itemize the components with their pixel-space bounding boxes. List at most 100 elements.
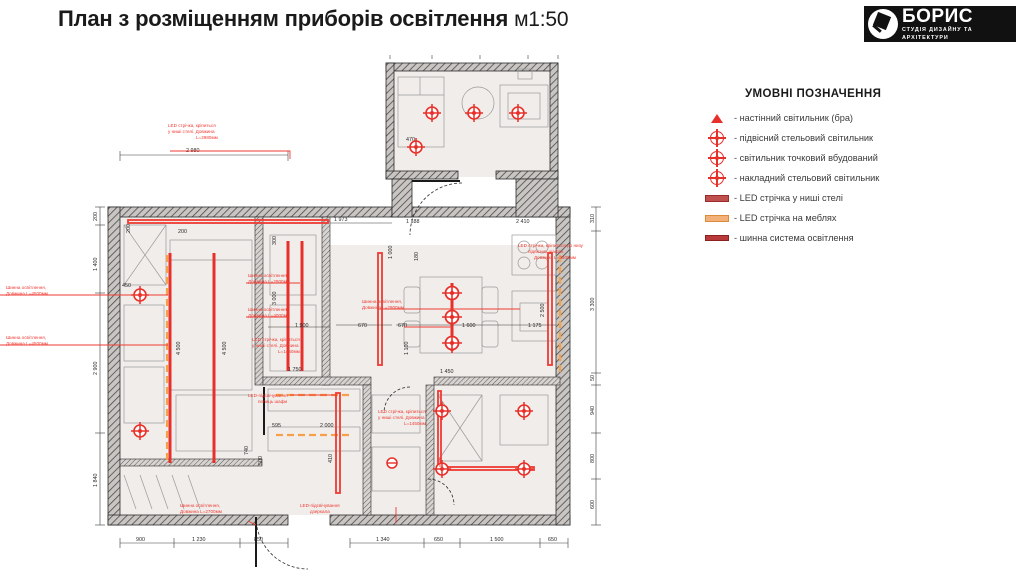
legend-item-wall-lamp: - настінний світильник (бра): [700, 109, 1020, 127]
door-swings: [255, 182, 463, 570]
spot-lamp-icon: [465, 104, 483, 122]
ann-bath-led: LED стрічка, кріпиться у ниші стелі. Дов…: [378, 409, 427, 426]
pendant-lamp-icon: [700, 129, 734, 147]
pendant-lamp-icon: [442, 333, 462, 353]
dim-mid-0: 300: [272, 236, 278, 245]
ann-top-led: LED стрічка, кріпиться у ниші стелі. Дов…: [168, 123, 218, 140]
spot-lamp-icon: [515, 460, 533, 478]
spot-lamp-icon: [423, 104, 441, 122]
ann-left-track-1: Шинна освітлення, Довжина L=4500мм: [6, 285, 48, 296]
interior-partitions: [119, 216, 561, 516]
logo-brand: БОРИС: [902, 5, 973, 27]
spot-lamp-icon: [509, 104, 527, 122]
dim-left-3: 1 840: [93, 474, 99, 488]
led-strip-niche-icon: [700, 194, 734, 202]
dim-inner-mid-2: 670: [398, 323, 407, 329]
legend-item-label: - LED стрічка на меблях: [734, 213, 837, 223]
studio-logo: БОРИС СТУДІЯ ДИЗАЙНУ ТА АРХІТЕКТУРИ: [864, 6, 1016, 42]
dim-misc-1: 200: [178, 229, 187, 235]
dim-mid-1: 3 000: [272, 292, 278, 306]
ann-mid-track-1: Шинна освітлення, Довжина L=2900мм: [248, 273, 290, 284]
ann-left-track-2: Шинна освітлення, Довжина L=4500мм: [6, 335, 48, 346]
dim-right-4: 800: [590, 454, 596, 463]
dim-inner-upper-0: 1 973: [334, 217, 348, 223]
ann-kitchen-led: LED стрічка, кріпиться до низу підвісних…: [518, 243, 584, 260]
legend-title: УМОВНІ ПОЗНАЧЕННЯ: [745, 88, 882, 100]
dim-right-0: 310: [590, 214, 596, 223]
furniture-linework: [123, 68, 557, 510]
legend: УМОВНІ ПОЗНАЧЕННЯ - настінний світильник…: [700, 88, 1020, 249]
dim-misc-0: 450: [122, 283, 131, 289]
dim-inner-mid-3: 1 600: [462, 323, 476, 329]
track-system-icon: [700, 235, 734, 241]
light-fixtures: [131, 104, 533, 478]
dim-left-inner-0: 200: [126, 224, 132, 233]
dim-left-inner-1: 4 500: [176, 342, 182, 356]
wall-lamp-icon: [386, 457, 398, 469]
dim-misc-6: 410: [328, 454, 334, 463]
dim-bottom-left-2: 850: [254, 537, 263, 543]
legend-item-label: - накладний стельовий світильник: [734, 173, 880, 183]
dim-bottom-right-2: 1 500: [490, 537, 504, 543]
dim-right-3: 940: [590, 406, 596, 415]
dim-right-2: 50: [590, 375, 596, 381]
legend-item-label: - світильник точковий вбудований: [734, 153, 878, 163]
dim-misc-4: 740: [244, 446, 250, 455]
dim-left-1: 1 400: [93, 258, 99, 272]
legend-item-label: - підвісний стельовий світильник: [734, 133, 874, 143]
page-title-text: План з розміщенням приборів освітлення: [58, 6, 509, 31]
dim-inner-upper-2: 2 410: [516, 219, 530, 225]
dim-bottom-right-0: 1 340: [376, 537, 390, 543]
page-scale: м1:50: [514, 8, 569, 31]
dim-inner-mid-4: 1 175: [528, 323, 542, 329]
dim-inner-small-0: 1 750: [288, 367, 302, 373]
dim-left-inner-2: 4 500: [222, 342, 228, 356]
dim-bottom-left-1: 1 230: [192, 537, 206, 543]
dim-misc-5: 500: [258, 456, 264, 465]
ann-mid-led: LED стрічка, кріпиться у ниші стелі. Дов…: [252, 337, 301, 354]
trowel-in-circle-icon: [868, 9, 898, 39]
spot-lamp-icon: [433, 402, 451, 420]
legend-item-surface-lamp: - накладний стельовий світильник: [700, 169, 1020, 187]
spot-lamp-icon: [433, 460, 451, 478]
legend-item-led-niche: - LED стрічка у ниші стелі: [700, 189, 1020, 207]
led-strips-niche: [127, 219, 553, 494]
annotation-leaders: [0, 150, 520, 526]
dimension-lines: [95, 55, 601, 548]
dim-bottom-right-3: 650: [548, 537, 557, 543]
dim-right-5: 600: [590, 500, 596, 509]
dim-bottom-left-0: 900: [136, 537, 145, 543]
dim-right-inner-0: 2 500: [540, 304, 546, 318]
track-systems: [168, 241, 454, 463]
exterior-walls: [107, 62, 571, 526]
dim-inner-upper-1: 1 188: [406, 219, 420, 225]
spot-lamp-icon: [700, 149, 734, 167]
ann-mirror-led: LED-підсвічування дзеркала: [300, 503, 341, 514]
ann-bottom-track: Шинна освітлення, Довжина L=2700мм: [180, 503, 222, 514]
pendant-lamp-icon: [442, 307, 462, 327]
page-title: План з розміщенням приборів освітлення м…: [58, 6, 569, 32]
ann-shelf-led: LED-підсвічування полиць шафи: [248, 393, 289, 404]
dim-left-0: 200: [93, 212, 99, 221]
legend-item-label: - LED стрічка у ниші стелі: [734, 193, 843, 203]
logo-tagline: СТУДІЯ ДИЗАЙНУ ТА АРХІТЕКТУРИ: [902, 25, 1012, 42]
dim-inner-mid-0: 1 900: [295, 323, 309, 329]
door-leaves: [255, 180, 460, 567]
dim-inner-mid-1: 670: [358, 323, 367, 329]
wall-lamp-icon: [700, 113, 734, 123]
ann-dining-track: Шинна освітлення, Довжина L=2900мм: [362, 299, 404, 310]
dim-mid-2: 1 100: [404, 342, 410, 356]
dimension-labels: 785 900 900 785 2 980 1 973 1 188 2 410 …: [93, 137, 596, 543]
surface-lamp-icon: [700, 169, 734, 187]
dim-misc-3: 180: [414, 252, 420, 261]
ann-mid-track-2: Шинна освітлення, Довжина L=4000мм: [248, 307, 290, 318]
dim-misc-7: 470: [406, 137, 415, 143]
dim-right-1: 3 300: [590, 298, 596, 312]
legend-item-pendant-lamp: - підвісний стельовий світильник: [700, 129, 1020, 147]
dim-inner-small-2: 595: [272, 423, 281, 429]
legend-item-label: - шинна система освітлення: [734, 233, 854, 243]
spot-lamp-icon: [407, 138, 425, 156]
dim-left-2: 2 900: [93, 362, 99, 376]
pendant-lamp-icon: [442, 283, 462, 303]
dim-inner-small-3: 2 000: [320, 423, 334, 429]
